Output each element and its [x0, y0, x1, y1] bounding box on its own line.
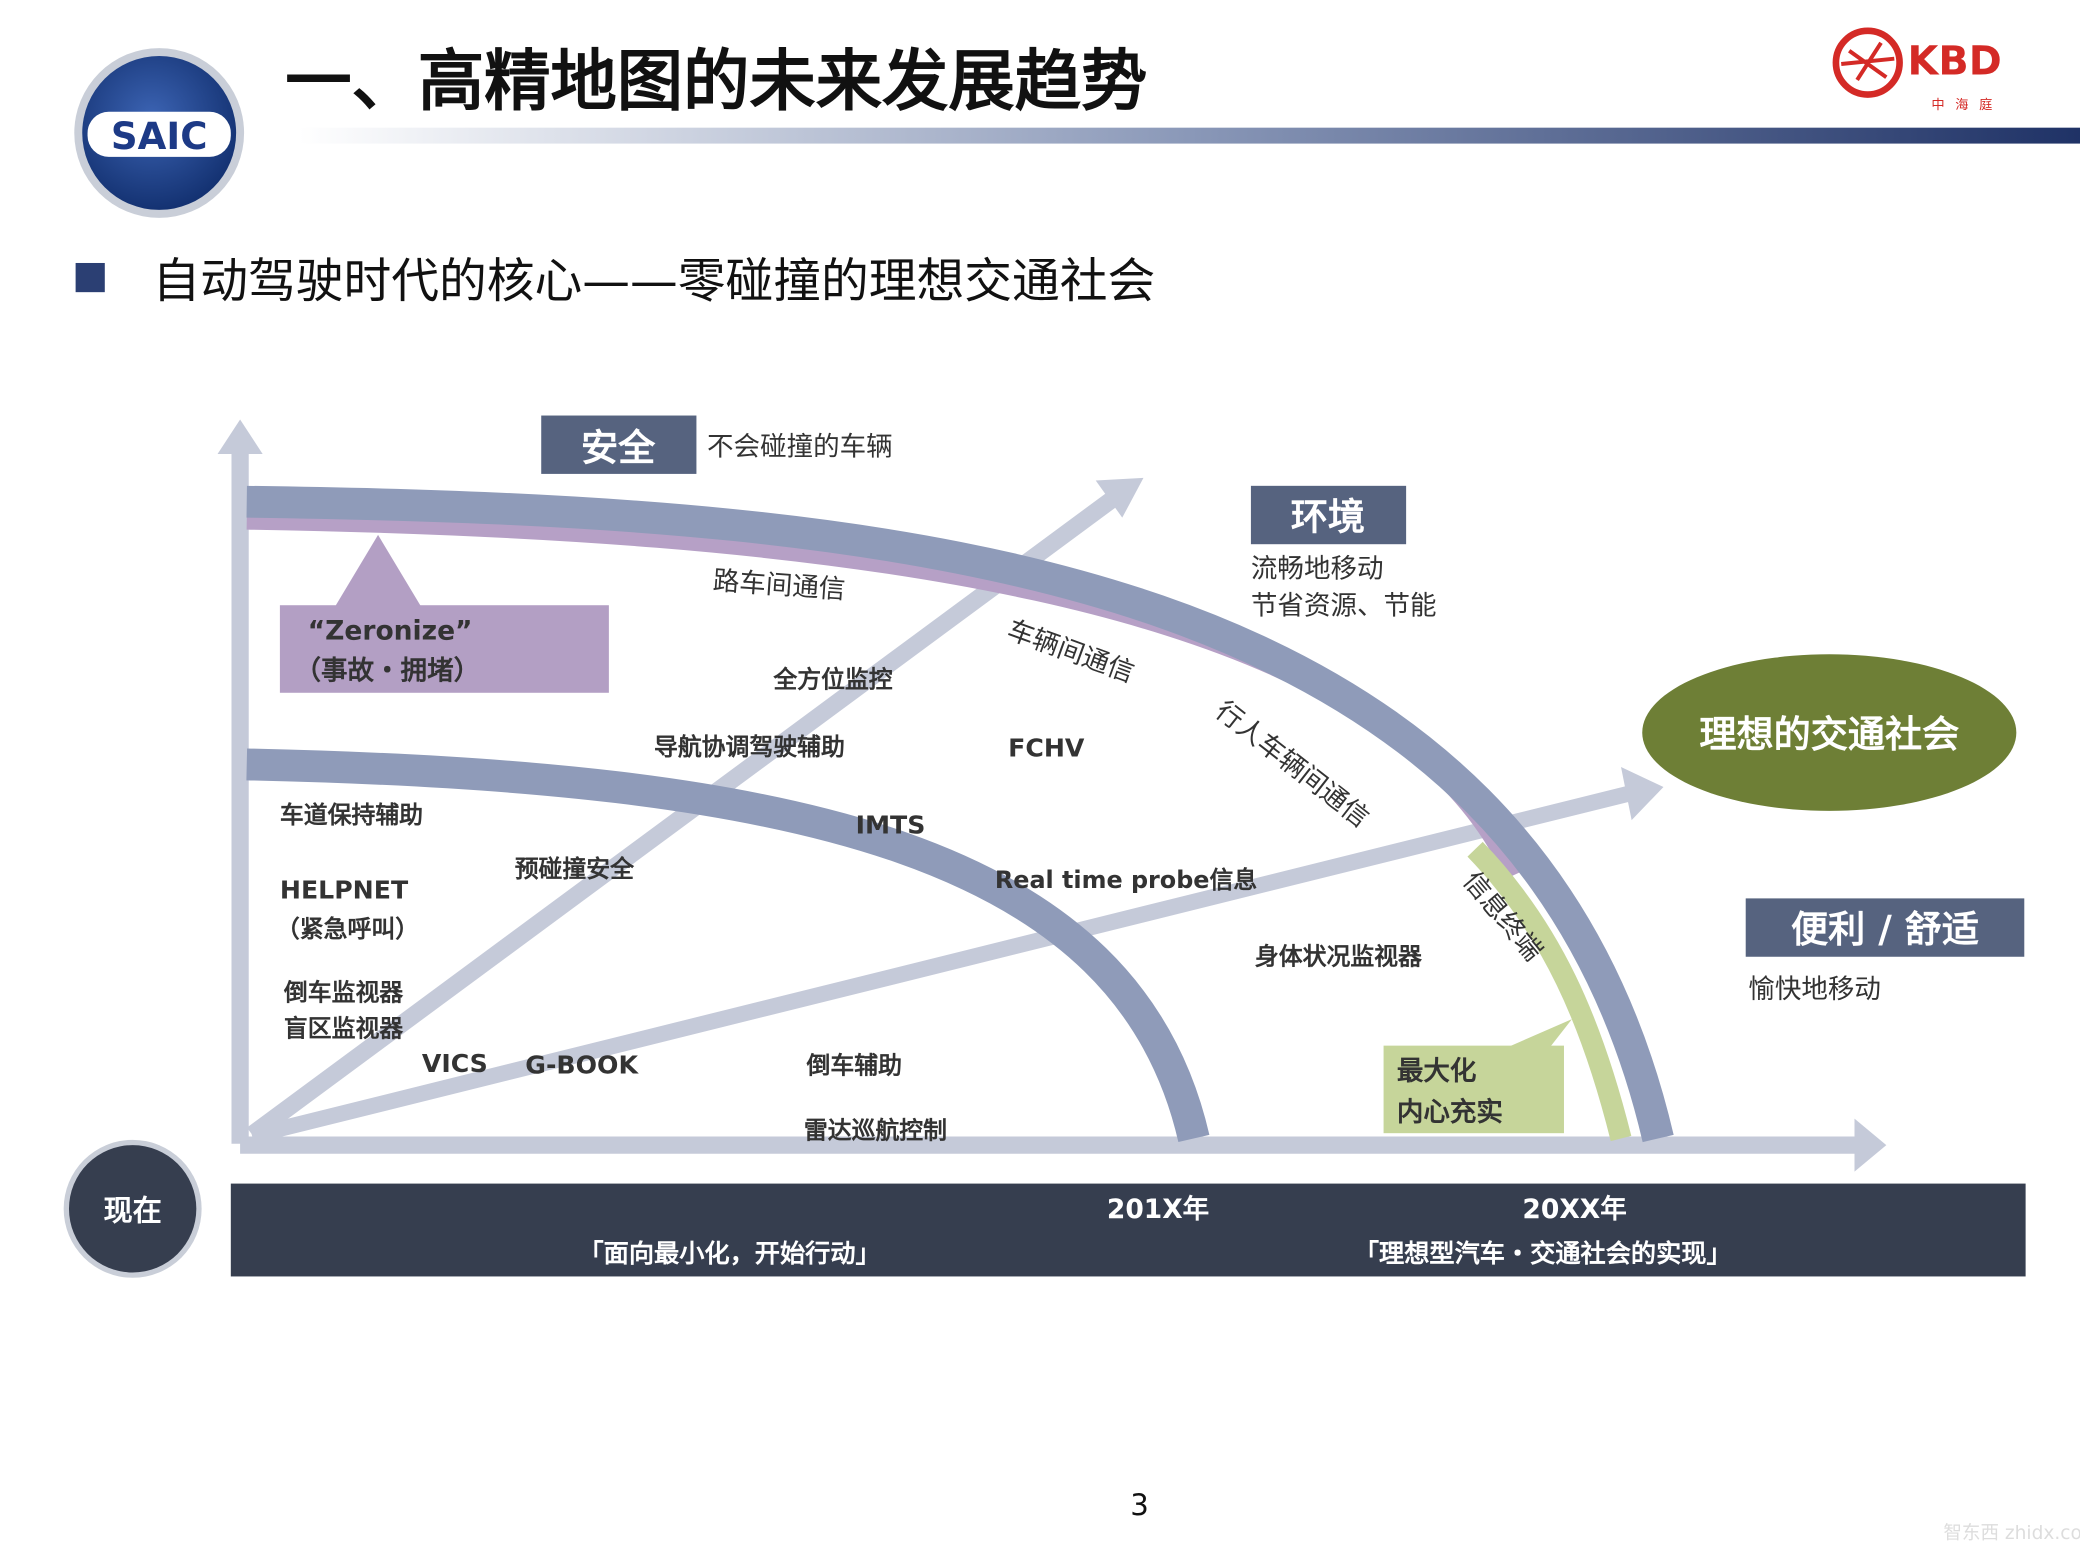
item-reverse-assist: 倒车辅助: [806, 1051, 902, 1079]
svg-text:便利 / 舒适: 便利 / 舒适: [1791, 908, 1979, 951]
item-blind-monitor: 盲区监视器: [284, 1014, 404, 1042]
item-gbook: G-BOOK: [525, 1050, 639, 1079]
watermark: 智东西 zhidx.com: [1943, 1523, 2080, 1544]
svg-text:安全: 安全: [581, 427, 656, 470]
page-number: 3: [1130, 1488, 1149, 1522]
svg-text:（事故・拥堵）: （事故・拥堵）: [294, 656, 480, 687]
item-fchv: FCHV: [1008, 733, 1085, 762]
safety-label: 安全: [541, 415, 697, 474]
item-helpnet: HELPNET: [280, 875, 409, 904]
timeline-year-1: 201X年: [1107, 1194, 1209, 1225]
maximize-callout: 最大化 内心充实: [1383, 1019, 1572, 1134]
bullet-square: [75, 262, 105, 293]
item-lane-keep: 车道保持辅助: [280, 801, 423, 829]
item-vics: VICS: [422, 1049, 488, 1078]
svg-text:环境: 环境: [1291, 496, 1365, 539]
svg-text:SAIC: SAIC: [111, 115, 208, 158]
svg-text:现在: 现在: [103, 1194, 161, 1228]
inner-curve: [246, 748, 1210, 1143]
saic-logo: SAIC: [74, 48, 245, 218]
svg-text:KBD: KBD: [1908, 39, 2002, 85]
item-imts: IMTS: [856, 810, 926, 839]
item-helpnet-sub: （紧急呼叫）: [276, 915, 419, 943]
item-realtime-probe: Real time probe信息: [995, 866, 1257, 894]
subtitle: 自动驾驶时代的核心——零碰撞的理想交通社会: [153, 254, 1156, 309]
now-badge: 现在: [63, 1139, 202, 1278]
timeline-year-2: 20XX年: [1522, 1194, 1626, 1225]
comfort-curve-green: [1467, 841, 1632, 1142]
header-bar: [298, 127, 2080, 144]
timeline-phase-2: 「理想型汽车・交通社会的实现」: [1354, 1239, 1732, 1268]
item-surround-monitor: 全方位监控: [772, 665, 892, 693]
item-body-monitor: 身体状况监视器: [1255, 943, 1423, 971]
item-rear-monitor: 倒车监视器: [283, 979, 404, 1007]
kbd-logo: KBD 中海庭: [1832, 27, 2003, 113]
comfort-label: 便利 / 舒适: [1745, 898, 2025, 957]
zeronize-callout: “Zeronize” （事故・拥堵）: [279, 534, 609, 693]
env-desc-1: 流畅地移动: [1251, 553, 1384, 584]
item-vehicle-vehicle-comm: 车辆间通信: [1003, 615, 1138, 689]
timeline-phase-1: 「面向最小化，开始行动」: [578, 1239, 880, 1268]
timeline-bar: [230, 1183, 2026, 1277]
item-radar-cruise: 雷达巡航控制: [804, 1116, 947, 1144]
comfort-desc: 愉快地移动: [1748, 974, 1881, 1005]
safety-curve: [246, 485, 1674, 1143]
svg-text:“Zeronize”: “Zeronize”: [308, 616, 473, 647]
svg-text:中海庭: 中海庭: [1931, 96, 2003, 113]
page-title: 一、高精地图的未来发展趋势: [285, 42, 1147, 120]
axes: [217, 419, 1887, 1172]
goal-ellipse: 理想的交通社会: [1642, 654, 2017, 811]
svg-text:内心充实: 内心充实: [1397, 1097, 1503, 1128]
environment-label: 环境: [1250, 485, 1407, 545]
svg-text:最大化: 最大化: [1397, 1056, 1477, 1087]
item-pre-crash: 预碰撞安全: [515, 855, 635, 883]
item-road-vehicle-comm: 路车间通信: [712, 565, 846, 605]
svg-text:理想的交通社会: 理想的交通社会: [1699, 713, 1959, 756]
item-nav-assist: 导航协调驾驶辅助: [654, 733, 845, 761]
env-desc-2: 节省资源、节能: [1251, 591, 1437, 622]
safety-desc: 不会碰撞的车辆: [707, 431, 893, 462]
